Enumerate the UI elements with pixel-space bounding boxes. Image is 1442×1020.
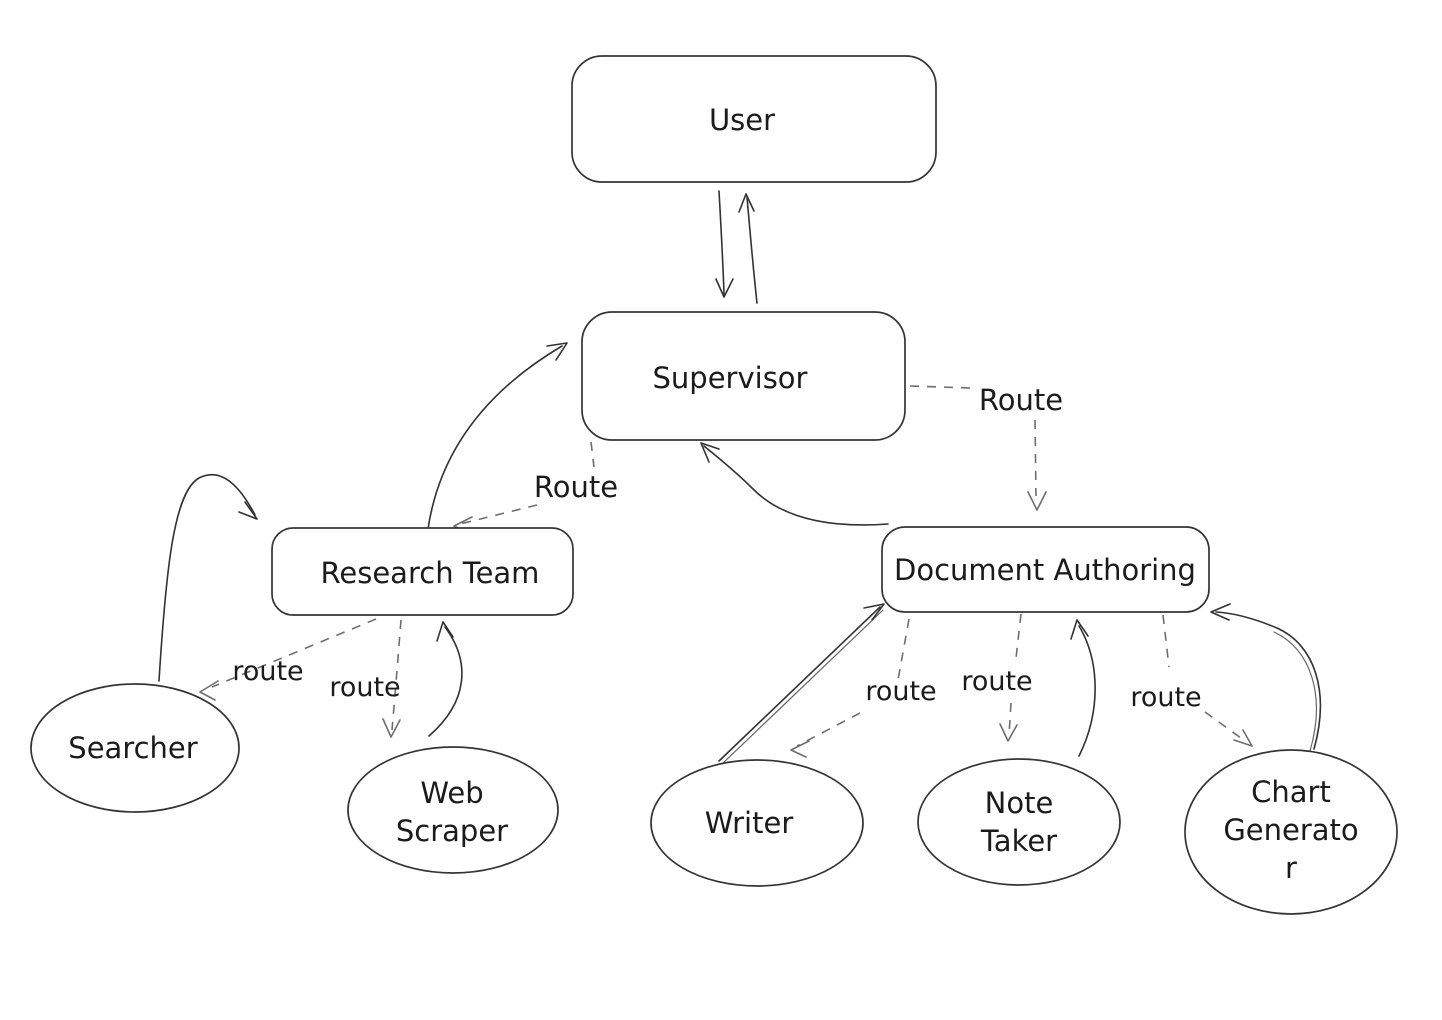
edge-document-authoring-to-note-taker: [999, 613, 1022, 742]
node-chart-generator-label-line3: r: [1285, 851, 1297, 885]
edge-research-team-to-web-scraper: [382, 619, 402, 738]
edge-supervisor-to-user: [738, 193, 758, 304]
edge-web-scraper-to-research-team: [428, 621, 463, 737]
node-research-team: Research Team: [271, 527, 574, 616]
node-document-authoring: Document Authoring: [881, 526, 1210, 613]
edge-user-to-supervisor: [715, 190, 734, 298]
node-web-scraper-label-line2: Scraper: [396, 814, 508, 848]
edge-label-route-chart-generator: route: [1130, 682, 1201, 713]
edge-label-route-searcher: route: [232, 656, 303, 687]
node-writer-label: Writer: [705, 806, 794, 840]
node-web-scraper-label-line1: Web: [420, 776, 483, 810]
edge-label-route-supervisor-authoring: Route: [979, 383, 1063, 417]
node-user-label: User: [709, 103, 775, 137]
node-supervisor: Supervisor: [581, 311, 906, 441]
edge-research-team-to-searcher: [199, 618, 377, 701]
node-research-team-label: Research Team: [321, 556, 540, 590]
edge-writer-to-document-authoring: [718, 603, 885, 765]
node-web-scraper: Web Scraper: [347, 746, 559, 874]
edge-label-route-supervisor-research: Route: [534, 470, 618, 504]
edge-chart-generator-to-document-authoring: [1210, 603, 1322, 752]
edge-supervisor-to-document-authoring: [909, 385, 1047, 511]
node-document-authoring-label: Document Authoring: [894, 553, 1196, 587]
node-note-taker-label-line1: Note: [985, 786, 1054, 820]
edge-document-authoring-to-writer: [790, 618, 910, 758]
edge-label-route-note-taker: route: [961, 666, 1032, 697]
edge-label-route-writer: route: [865, 676, 936, 707]
node-chart-generator-label-line2: Generato: [1223, 813, 1358, 847]
edge-research-team-to-supervisor: [427, 342, 568, 530]
node-writer: Writer: [650, 759, 864, 887]
node-supervisor-label: Supervisor: [653, 361, 808, 395]
edge-label-route-web-scraper: route: [329, 672, 400, 703]
node-chart-generator: Chart Generato r: [1184, 749, 1398, 915]
edge-document-authoring-to-chart-generator: [1162, 614, 1253, 747]
edge-document-authoring-to-supervisor: [700, 442, 889, 526]
node-searcher: Searcher: [30, 683, 240, 813]
node-user: User: [571, 55, 937, 183]
edge-searcher-to-research-team: [158, 473, 258, 682]
node-searcher-label: Searcher: [68, 731, 197, 765]
edge-note-taker-to-document-authoring: [1070, 619, 1096, 757]
node-note-taker: Note Taker: [917, 758, 1121, 886]
node-chart-generator-label-line1: Chart: [1251, 775, 1331, 809]
node-note-taker-label-line2: Taker: [980, 824, 1057, 858]
